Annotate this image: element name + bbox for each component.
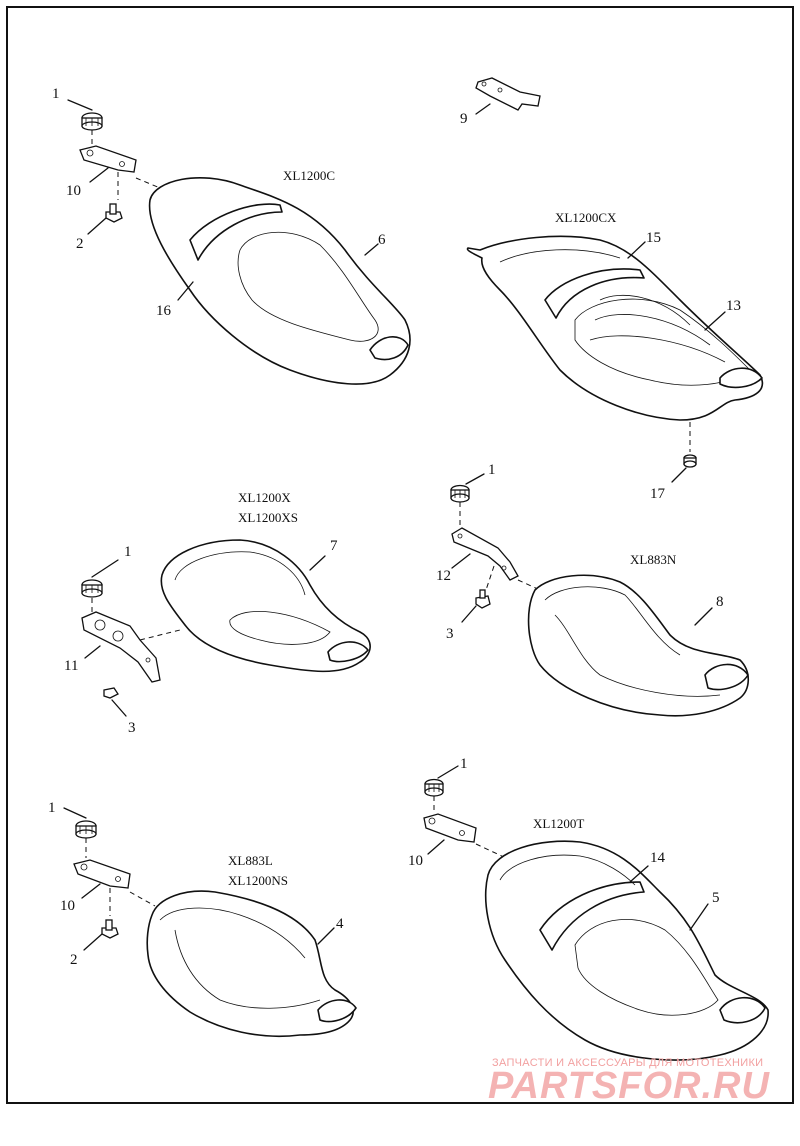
model-label-xl1200x: XL1200X [238, 490, 291, 505]
callout-2: 2 [70, 952, 78, 968]
callout-5: 5 [712, 890, 720, 906]
group-xl1200x [81, 539, 371, 717]
seat-mount-knob-c [450, 484, 470, 503]
seat-bracket-12 [451, 527, 519, 581]
seat-xl883n [527, 574, 750, 717]
group-xl1200c [67, 99, 411, 385]
seat-xl1200t [485, 840, 769, 1061]
callout-3: 3 [446, 626, 454, 642]
watermark-tagline: ЗАПЧАСТИ И АКСЕССУАРЫ ДЛЯ МОТОТЕХНИКИ [492, 1057, 763, 1069]
callout-9: 9 [460, 111, 468, 127]
watermark-brand: PARTSFOR.RU [488, 1065, 770, 1107]
model-label-xl883l: XL883L [228, 853, 273, 868]
seat-bolt-a [105, 203, 123, 223]
seat-bracket-9 [475, 77, 541, 111]
group-xl1200t [423, 765, 769, 1061]
callout-7: 7 [330, 538, 338, 554]
seat-xl1200cx [466, 235, 764, 421]
model-label-xl1200cx: XL1200CX [555, 210, 617, 225]
callout-1: 1 [124, 544, 132, 560]
seat-xl1200x [160, 539, 371, 673]
seat-nut-17 [683, 454, 697, 468]
model-label-xl1200ns: XL1200NS [228, 873, 288, 888]
seat-xl1200c [148, 177, 411, 385]
callout-8: 8 [716, 594, 724, 610]
seat-xl883l [146, 890, 357, 1038]
group-xl1200cx [466, 77, 764, 483]
callout-16: 16 [156, 303, 172, 319]
seat-mount-knob-b [81, 579, 103, 598]
callout-15: 15 [646, 230, 661, 246]
seat-bolt-d [475, 589, 491, 609]
callout-1: 1 [52, 86, 60, 102]
callout-10: 10 [66, 183, 81, 199]
seat-bracket-11 [81, 611, 161, 683]
callout-1: 1 [48, 800, 56, 816]
callout-14: 14 [650, 850, 666, 866]
seat-bolt-c [103, 687, 119, 699]
model-label-xl883n: XL883N [630, 552, 677, 567]
seat-bracket-a [79, 145, 137, 173]
callout-2: 2 [76, 236, 84, 252]
callout-1: 1 [488, 462, 496, 478]
callout-3: 3 [128, 720, 136, 736]
callout-10: 10 [408, 853, 423, 869]
callout-11: 11 [64, 658, 78, 674]
callout-1: 1 [460, 756, 468, 772]
callout-6: 6 [378, 232, 386, 248]
seat-mount-knob-a [81, 112, 103, 131]
seat-mount-knob-d [75, 820, 97, 839]
model-label-xl1200t: XL1200T [533, 816, 584, 831]
group-xl883l [63, 807, 357, 1038]
model-label-xl1200xs: XL1200XS [238, 510, 298, 525]
model-label-xl1200c: XL1200C [283, 168, 335, 183]
callout-10: 10 [60, 898, 75, 914]
seat-mount-knob-e [424, 778, 444, 797]
callout-12: 12 [436, 568, 451, 584]
callout-4: 4 [336, 916, 344, 932]
group-xl883n [450, 473, 750, 717]
diagram-frame [6, 6, 794, 1104]
callout-17: 17 [650, 486, 666, 502]
callout-13: 13 [726, 298, 741, 314]
seat-bolt-e [101, 919, 119, 939]
